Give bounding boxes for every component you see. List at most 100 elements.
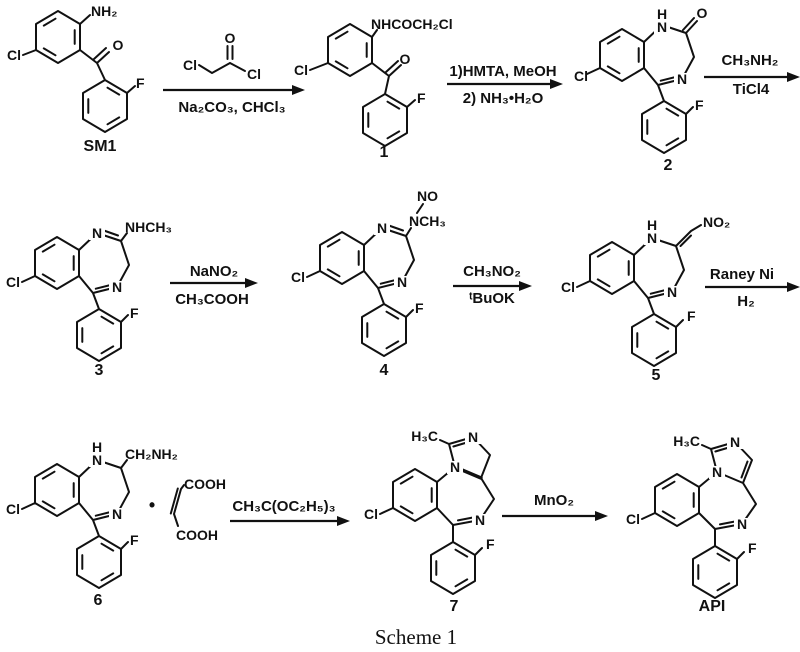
c2-n4-label: N — [677, 71, 687, 87]
step5-conditions-above: CH₃NO₂ — [463, 263, 521, 280]
c5-f-label: F — [687, 308, 696, 324]
atom-label-mask — [664, 286, 680, 299]
c6-salt-dot: • — [149, 495, 155, 515]
c5-nh-hydrogen-label: H — [647, 217, 657, 233]
structure-5: H N NO₂ N Cl F 5 — [561, 214, 730, 384]
atom-label-mask — [394, 276, 410, 289]
structure-6: H N CH₂NH₂ N Cl F 6 • COOH COOH — [6, 439, 226, 609]
sm1-amine-label: NH₂ — [91, 3, 117, 19]
scheme-caption: Scheme 1 — [375, 625, 457, 649]
c6-f-label: F — [130, 532, 139, 548]
structure-api: H₃C N N N Cl F API — [626, 433, 757, 615]
step8-conditions-above: MnO₂ — [534, 492, 574, 509]
c2-n1-label: N — [657, 19, 667, 35]
api-bridgehead-n-label: N — [712, 464, 722, 480]
maleic-cooh-top-label: COOH — [184, 476, 226, 492]
structure-chloroacetyl-chloride: Cl O Cl — [183, 30, 261, 82]
atom-label-mask — [674, 73, 690, 86]
reaction-arrow-7: CH₃C(OC₂H₅)₃ — [230, 498, 350, 526]
c1-f-label: F — [417, 90, 426, 106]
reaction-arrow-6: Raney Ni H₂ — [705, 266, 800, 310]
atom-label-mask — [109, 508, 125, 521]
c4-compound-number: 4 — [380, 362, 389, 379]
c6-n1-label: N — [92, 452, 102, 468]
c4-nitroso-label: NO — [417, 188, 438, 204]
reaction-arrow-3: CH₃NH₂ TiCl4 — [704, 52, 800, 98]
c3-n1-label: N — [92, 225, 102, 241]
sm1-f-label: F — [136, 75, 145, 91]
c2-compound-number: 2 — [664, 157, 673, 174]
c3-n4-label: N — [112, 279, 122, 295]
c6-cl-label: Cl — [6, 501, 20, 517]
arrow8-head — [595, 511, 608, 521]
structure-2: H N O N Cl F 2 — [574, 5, 708, 174]
c6-substituent-label: CH₂NH₂ — [125, 446, 178, 462]
api-imine-n-label: N — [737, 516, 747, 532]
step1-conditions-below: Na₂CO₃, CHCl₃ — [178, 99, 285, 116]
c5-compound-number: 5 — [652, 367, 661, 384]
step4-conditions-below: CH₃COOH — [175, 291, 249, 308]
arrow3-head — [787, 72, 800, 82]
api-cl-label: Cl — [626, 511, 640, 527]
api-methyl-label: H₃C — [673, 433, 700, 449]
c6-skeleton — [21, 459, 130, 589]
c5-skeleton — [576, 224, 702, 367]
c1-cl-label: Cl — [294, 62, 308, 78]
atom-label-mask — [89, 454, 105, 467]
c4-f-label: F — [415, 300, 424, 316]
c2-f-label: F — [695, 97, 704, 113]
arrow4-head — [245, 278, 258, 288]
c7-compound-number: 7 — [450, 598, 459, 615]
c7-cl-label: Cl — [364, 506, 378, 522]
arrow2-head — [550, 79, 563, 89]
c3-f-label: F — [130, 305, 139, 321]
c4-cl-label: Cl — [291, 269, 305, 285]
reaction-arrow-2: 1)HMTA, MeOH 2) NH₃•H₂O — [447, 63, 563, 107]
reaction-arrow-4: NaNO₂ CH₃COOH — [170, 263, 258, 308]
c7-imine-n-label: N — [475, 512, 485, 528]
c1-amide-label: NHCOCH₂Cl — [371, 16, 453, 32]
c7-f-label: F — [486, 536, 495, 552]
reaction-arrow-1: Na₂CO₃, CHCl₃ — [163, 85, 305, 116]
c5-n1-label: N — [647, 230, 657, 246]
c3-substituent-label: NHCH₃ — [125, 219, 172, 235]
step4-conditions-above: NaNO₂ — [190, 263, 238, 280]
c4-substituent-label: NCH₃ — [409, 213, 446, 229]
reagent-cl-left-label: Cl — [183, 57, 197, 73]
api-f-label: F — [748, 540, 757, 556]
c3-cl-label: Cl — [6, 274, 20, 290]
atom-label-mask — [644, 232, 660, 245]
sm1-skeleton — [22, 10, 136, 133]
arrow5-head — [519, 281, 532, 291]
structure-sm1: NH₂ Cl O F SM1 — [7, 3, 145, 155]
c5-n4-label: N — [667, 284, 677, 300]
c1-skeleton — [309, 23, 416, 147]
structure-3: N NHCH₃ N Cl F 3 — [6, 219, 172, 379]
c4-n1-label: N — [377, 220, 387, 236]
c7-methyl-label: H₃C — [411, 428, 438, 444]
c5-substituent-label: NO₂ — [703, 214, 730, 230]
reagent-cl-right-label: Cl — [247, 66, 261, 82]
c6-nh-hydrogen-label: H — [92, 439, 102, 455]
c2-skeleton — [586, 17, 698, 154]
c1-o-label: O — [400, 51, 411, 67]
c6-n4-label: N — [112, 506, 122, 522]
reagent-skeleton — [198, 45, 246, 74]
arrow1-head — [292, 85, 305, 95]
atom-label-mask — [89, 227, 105, 240]
c4-skeleton — [306, 203, 424, 357]
c2-cl-label: Cl — [574, 68, 588, 84]
c2-o-label: O — [697, 5, 708, 21]
api-compound-number: API — [699, 598, 726, 615]
atom-label-mask — [654, 21, 670, 34]
atom-label-mask — [109, 281, 125, 294]
step2-conditions-above: 1)HMTA, MeOH — [449, 63, 556, 80]
c1-compound-number: 1 — [380, 144, 389, 161]
sm1-compound-number: SM1 — [84, 138, 117, 155]
step6-conditions-above: Raney Ni — [710, 266, 774, 283]
step3-conditions-below: TiCl4 — [733, 81, 770, 98]
step7-conditions-above: CH₃C(OC₂H₅)₃ — [232, 498, 335, 515]
reagent-o-label: O — [225, 30, 236, 46]
